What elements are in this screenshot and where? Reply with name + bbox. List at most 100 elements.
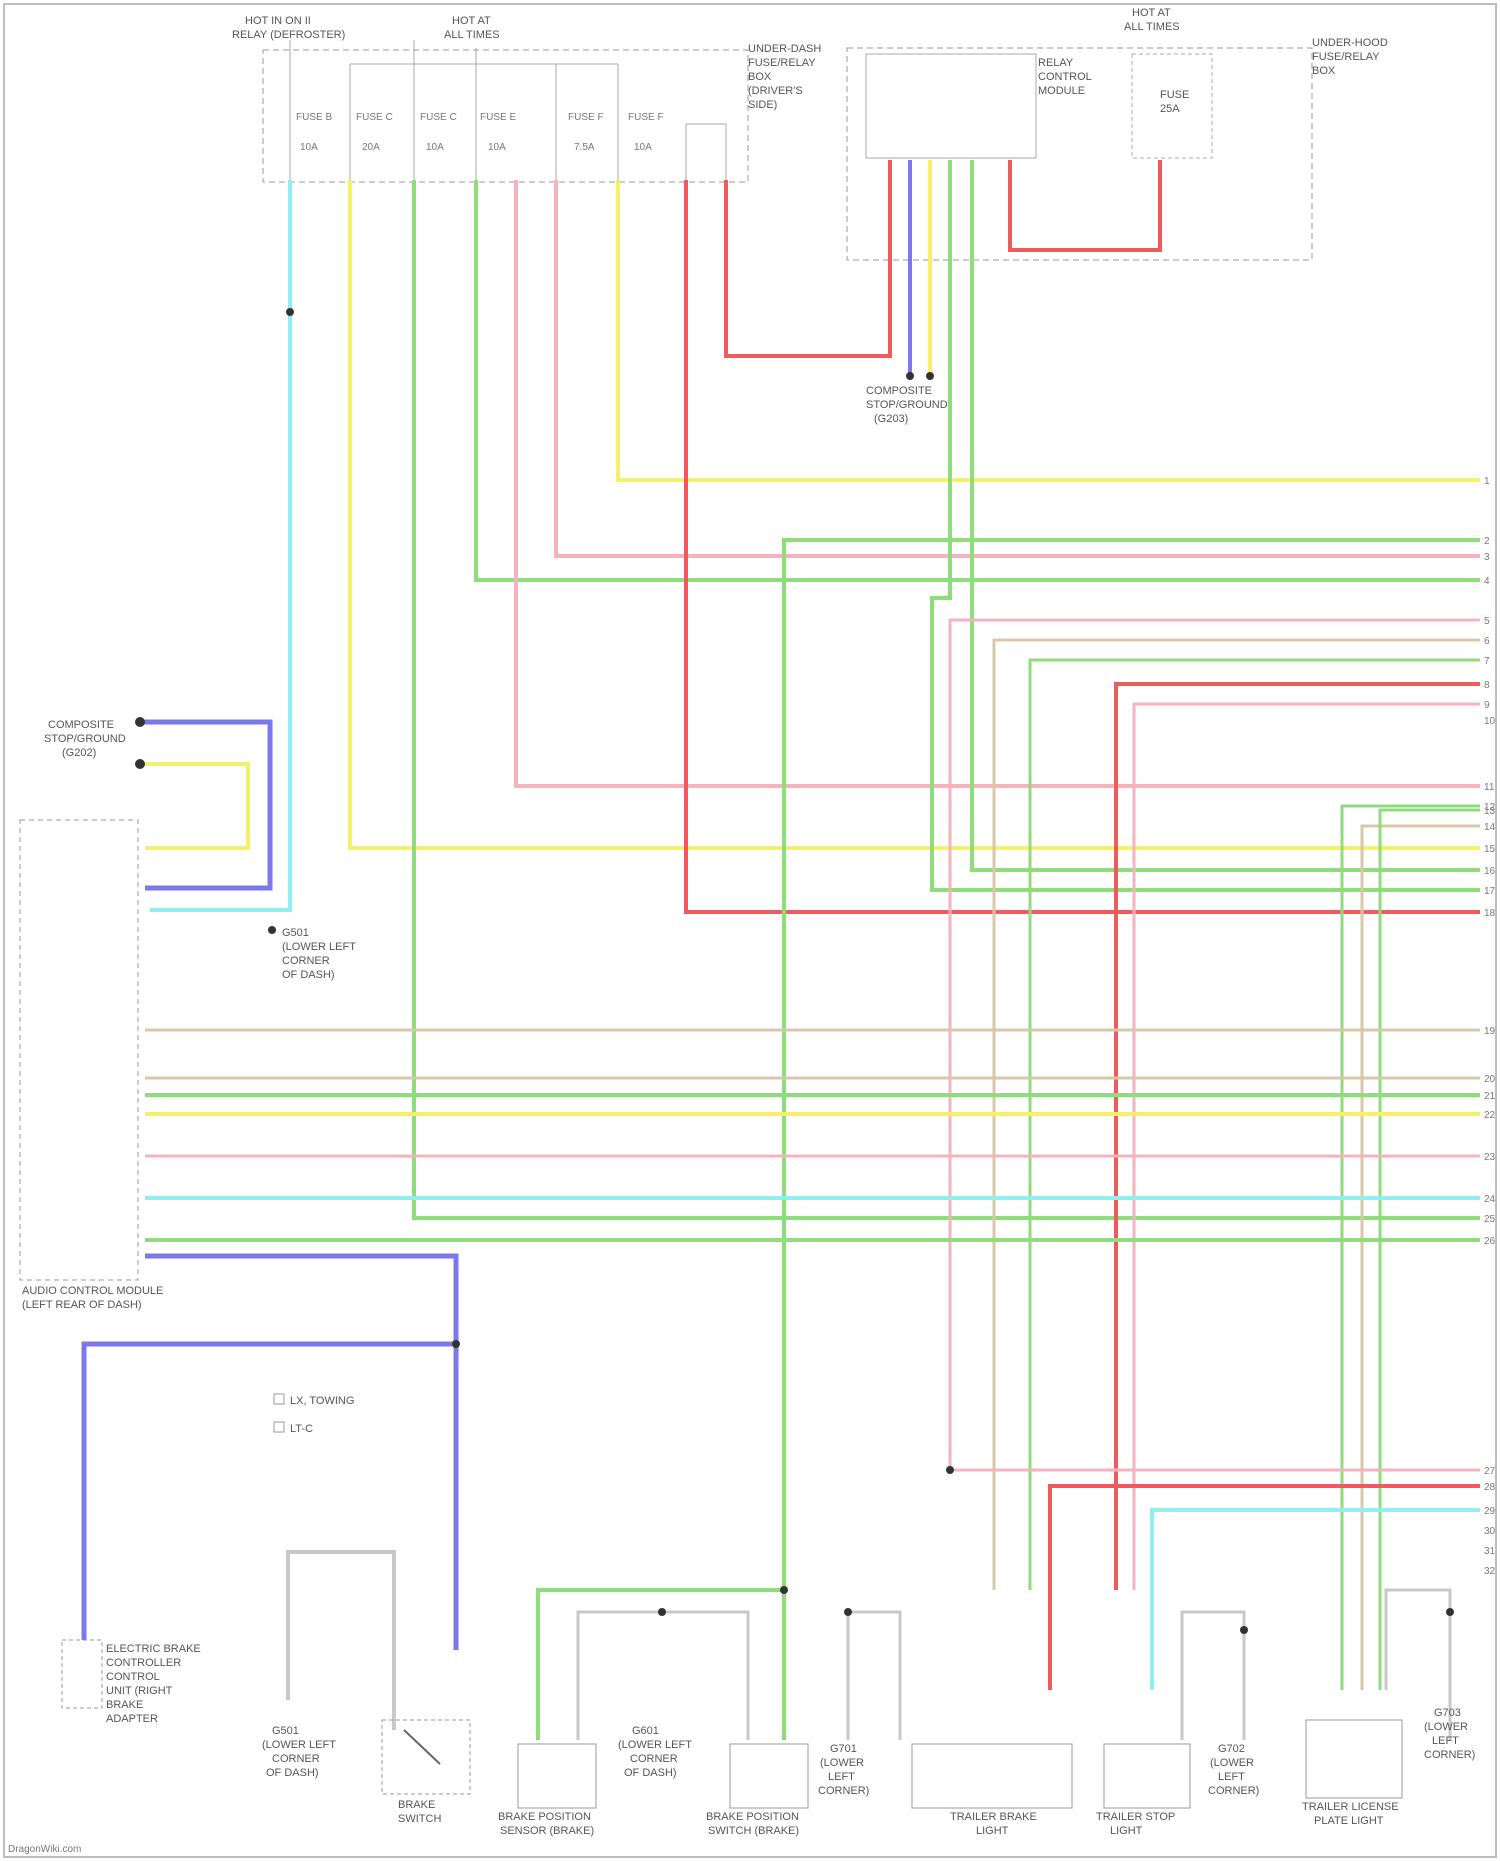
svg-text:LEFT: LEFT bbox=[828, 1771, 855, 1783]
pin-number: 27 bbox=[1484, 1466, 1496, 1477]
wire-gray-bottom-3 bbox=[1182, 1612, 1244, 1740]
pin-number: 32 bbox=[1484, 1566, 1496, 1577]
hot-label-2: RELAY (DEFROSTER) bbox=[232, 29, 345, 41]
svg-text:BRAKE: BRAKE bbox=[106, 1699, 143, 1711]
brake-switch-label-1: BRAKE bbox=[398, 1799, 435, 1811]
svg-text:G702: G702 bbox=[1218, 1743, 1245, 1755]
brake-switch-box bbox=[382, 1720, 470, 1794]
pin-number: 1 bbox=[1484, 476, 1490, 487]
svg-text:COMPOSITE: COMPOSITE bbox=[48, 719, 114, 731]
trailer-brake-light-box bbox=[912, 1744, 1072, 1808]
svg-text:FUSE C: FUSE C bbox=[420, 112, 457, 123]
svg-text:LT-C: LT-C bbox=[290, 1423, 313, 1435]
svg-text:(LOWER: (LOWER bbox=[1210, 1757, 1254, 1769]
pin-number: 28 bbox=[1484, 1482, 1496, 1493]
brake-position-sensor-2: SENSOR (BRAKE) bbox=[500, 1825, 594, 1837]
wire-yellow-left bbox=[140, 764, 248, 848]
hot-all-label-2: ALL TIMES bbox=[444, 29, 500, 41]
svg-text:(LOWER LEFT: (LOWER LEFT bbox=[282, 941, 356, 953]
pin-number: 29 bbox=[1484, 1506, 1496, 1517]
audio-module-label-1: AUDIO CONTROL MODULE bbox=[22, 1285, 163, 1297]
wire-yellow-1 bbox=[350, 180, 1480, 848]
pin-number: 15 bbox=[1484, 844, 1496, 855]
wire-pink-2 bbox=[556, 180, 1480, 556]
wire-blue-1 bbox=[140, 722, 270, 888]
brake-position-sensor-box bbox=[518, 1744, 596, 1808]
svg-text:OF DASH): OF DASH) bbox=[624, 1767, 677, 1779]
pin-number: 16 bbox=[1484, 866, 1496, 877]
wire-green-relay-2 bbox=[972, 160, 1480, 870]
wire-yellow-2 bbox=[618, 180, 1480, 480]
trailer-stop-light-box bbox=[1104, 1744, 1190, 1808]
hot-all-right-2: ALL TIMES bbox=[1124, 21, 1180, 33]
svg-text:UNDER-DASH: UNDER-DASH bbox=[748, 43, 821, 55]
svg-text:(G202): (G202) bbox=[62, 747, 96, 759]
wire-cyan-low bbox=[1152, 1510, 1480, 1690]
svg-text:LEFT: LEFT bbox=[1218, 1771, 1245, 1783]
brake-switch-label-2: SWITCH bbox=[398, 1813, 441, 1825]
pin-number: 6 bbox=[1484, 636, 1490, 647]
fuse-labels: FUSE B 10A FUSE C 20A FUSE C 10A FUSE E … bbox=[296, 112, 664, 153]
pin-number: 18 bbox=[1484, 908, 1496, 919]
svg-text:SIDE): SIDE) bbox=[748, 99, 777, 111]
bottom-ground-4: G702 (LOWER LEFT CORNER) bbox=[1208, 1743, 1259, 1797]
legend: LX, TOWING LT-C bbox=[274, 1394, 354, 1435]
pin-number: 7 bbox=[1484, 656, 1490, 667]
svg-text:10A: 10A bbox=[300, 142, 318, 153]
wire-gray-bottom-1 bbox=[578, 1612, 748, 1740]
svg-text:(LOWER: (LOWER bbox=[820, 1757, 864, 1769]
svg-text:ADAPTER: ADAPTER bbox=[106, 1713, 158, 1725]
fuse-box-label: UNDER-DASH FUSE/RELAY BOX (DRIVER'S SIDE… bbox=[748, 43, 821, 111]
wire-red-relay bbox=[1010, 160, 1160, 250]
ground-left-label: COMPOSITE STOP/GROUND (G202) bbox=[44, 719, 126, 759]
pin-number: 13 bbox=[1484, 806, 1496, 817]
svg-text:CONTROL: CONTROL bbox=[1038, 71, 1092, 83]
svg-text:BOX: BOX bbox=[748, 71, 772, 83]
pin-number: 20 bbox=[1484, 1074, 1496, 1085]
trailer-license-light-box bbox=[1306, 1720, 1402, 1798]
pin-number: 17 bbox=[1484, 886, 1496, 897]
svg-text:FUSE B: FUSE B bbox=[296, 112, 332, 123]
brake-position-switch-1: BRAKE POSITION bbox=[706, 1811, 799, 1823]
svg-text:CORNER: CORNER bbox=[630, 1753, 678, 1765]
brake-position-switch-box bbox=[730, 1744, 808, 1808]
bottom-ground-3: G701 (LOWER LEFT CORNER) bbox=[818, 1743, 869, 1797]
wire-gray-bottom-2 bbox=[848, 1612, 900, 1740]
relay-control-module bbox=[866, 54, 1036, 158]
bottom-ground-2: G601 (LOWER LEFT CORNER OF DASH) bbox=[618, 1725, 692, 1779]
brake-position-switch-2: SWITCH (BRAKE) bbox=[708, 1825, 799, 1837]
svg-text:10A: 10A bbox=[488, 142, 506, 153]
svg-text:20A: 20A bbox=[362, 142, 380, 153]
bottom-left-module-label: ELECTRIC BRAKE CONTROLLER CONTROL UNIT (… bbox=[106, 1643, 201, 1725]
pin-number: 24 bbox=[1484, 1194, 1496, 1205]
right-pin-numbers: 1234567891011121314151617181920212223242… bbox=[1484, 476, 1496, 1577]
svg-text:OF DASH): OF DASH) bbox=[282, 969, 335, 981]
svg-text:CONTROLLER: CONTROLLER bbox=[106, 1657, 181, 1669]
svg-text:FUSE F: FUSE F bbox=[628, 112, 664, 123]
svg-text:FUSE/RELAY: FUSE/RELAY bbox=[1312, 51, 1380, 63]
wire-blue-3 bbox=[84, 1344, 456, 1640]
pin-number: 14 bbox=[1484, 822, 1496, 833]
pin-number: 31 bbox=[1484, 1546, 1496, 1557]
pin-number: 30 bbox=[1484, 1526, 1496, 1537]
svg-text:(DRIVER'S: (DRIVER'S bbox=[748, 85, 803, 97]
wire-green-4 bbox=[1030, 660, 1480, 1590]
bottom-ground-1: G501 (LOWER LEFT CORNER OF DASH) bbox=[262, 1725, 336, 1779]
pin-number: 8 bbox=[1484, 680, 1490, 691]
trailer-license-light-2: PLATE LIGHT bbox=[1314, 1815, 1384, 1827]
svg-text:G701: G701 bbox=[830, 1743, 857, 1755]
footer-text: DragonWiki.com bbox=[8, 1844, 81, 1855]
svg-text:FUSE: FUSE bbox=[1160, 89, 1189, 101]
pin-number: 9 bbox=[1484, 700, 1490, 711]
hot-all-label-1: HOT AT bbox=[452, 15, 491, 27]
svg-text:MODULE: MODULE bbox=[1038, 85, 1085, 97]
wire-gray-loop bbox=[288, 1552, 394, 1730]
svg-text:UNIT (RIGHT: UNIT (RIGHT bbox=[106, 1685, 173, 1697]
fuse-row bbox=[290, 40, 726, 180]
svg-text:FUSE E: FUSE E bbox=[480, 112, 516, 123]
svg-text:CORNER): CORNER) bbox=[1208, 1785, 1259, 1797]
svg-text:CONTROL: CONTROL bbox=[106, 1671, 160, 1683]
wire-green-3 bbox=[784, 540, 1480, 1590]
page-border bbox=[4, 4, 1496, 1857]
